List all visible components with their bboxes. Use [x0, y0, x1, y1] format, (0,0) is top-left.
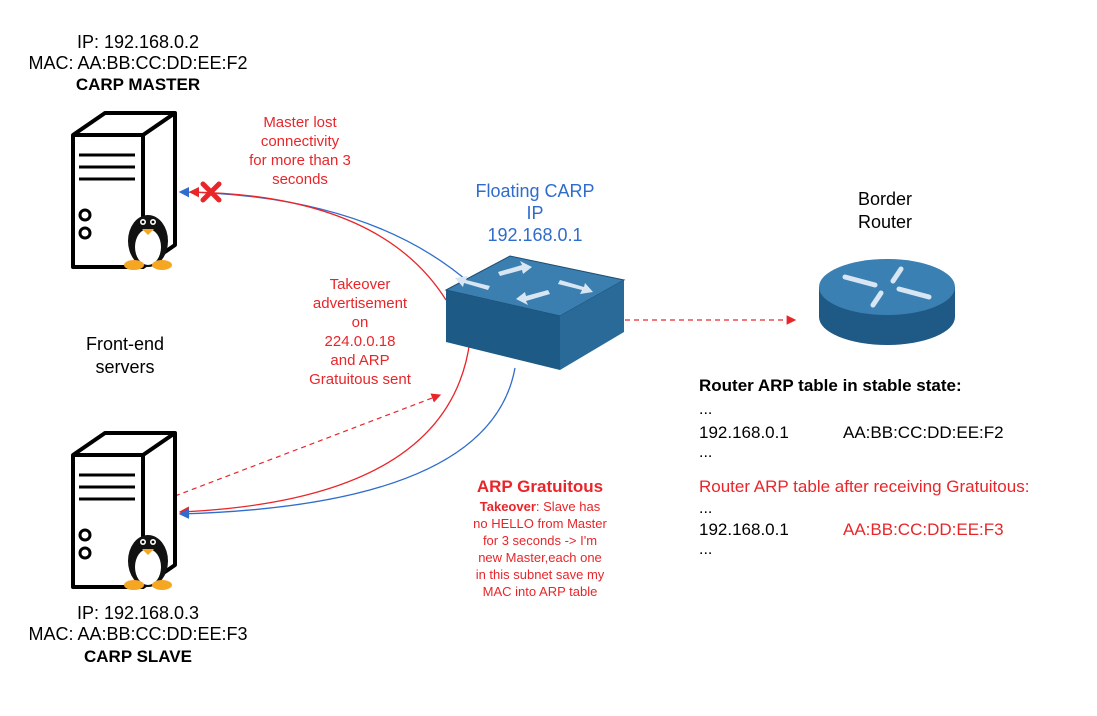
network-switch-icon: [444, 255, 626, 370]
stable-table-dots-top: ...: [699, 401, 713, 418]
dashed-slave-to-switch: [174, 393, 442, 497]
linux-penguin-icon: [124, 535, 172, 590]
router-icon: [819, 259, 955, 345]
arp-gratuitous-title: ARP Gratuitous: [476, 477, 604, 496]
stable-table-title: Router ARP table in stable state:: [699, 376, 962, 395]
cross-icon: [200, 181, 222, 203]
stable-table-ip: 192.168.0.1: [699, 423, 789, 442]
lost-connectivity-note: Master lost connectivity for more than 3…: [249, 114, 351, 188]
slave-role: CARP SLAVE: [83, 647, 192, 666]
border-router-label: Border Router: [857, 189, 913, 232]
after-table-mac: AA:BB:CC:DD:EE:F3: [843, 520, 1004, 539]
after-table-dots-top: ...: [699, 500, 713, 517]
master-ip: IP: 192.168.0.2: [76, 32, 200, 52]
blue-link-master: [178, 186, 473, 286]
blue-link-slave: [178, 367, 516, 519]
red-link-slave: [178, 339, 471, 517]
after-table-dots-bottom: ...: [699, 541, 713, 558]
after-table-title: Router ARP table after receiving Gratuit…: [699, 477, 1030, 496]
slave-mac: MAC: AA:BB:CC:DD:EE:F3: [28, 624, 248, 644]
red-link-master: [188, 186, 447, 301]
takeover-note: Takeover advertisement on 224.0.0.18 and…: [309, 276, 411, 388]
master-mac: MAC: AA:BB:CC:DD:EE:F2: [28, 53, 248, 73]
stable-table-mac: AA:BB:CC:DD:EE:F2: [843, 423, 1004, 442]
slave-ip: IP: 192.168.0.3: [76, 603, 200, 623]
master-role: CARP MASTER: [75, 75, 201, 94]
floating-carp-ip: Floating CARP IP 192.168.0.1: [475, 181, 595, 245]
frontend-servers-label: Front-end servers: [85, 334, 165, 377]
after-table-ip: 192.168.0.1: [699, 520, 789, 539]
linux-penguin-icon: [124, 215, 172, 270]
arp-gratuitous-note: ARP Gratuitous Takeover: Slave has no HE…: [445, 476, 635, 600]
stable-table-dots-bottom: ...: [699, 444, 713, 461]
